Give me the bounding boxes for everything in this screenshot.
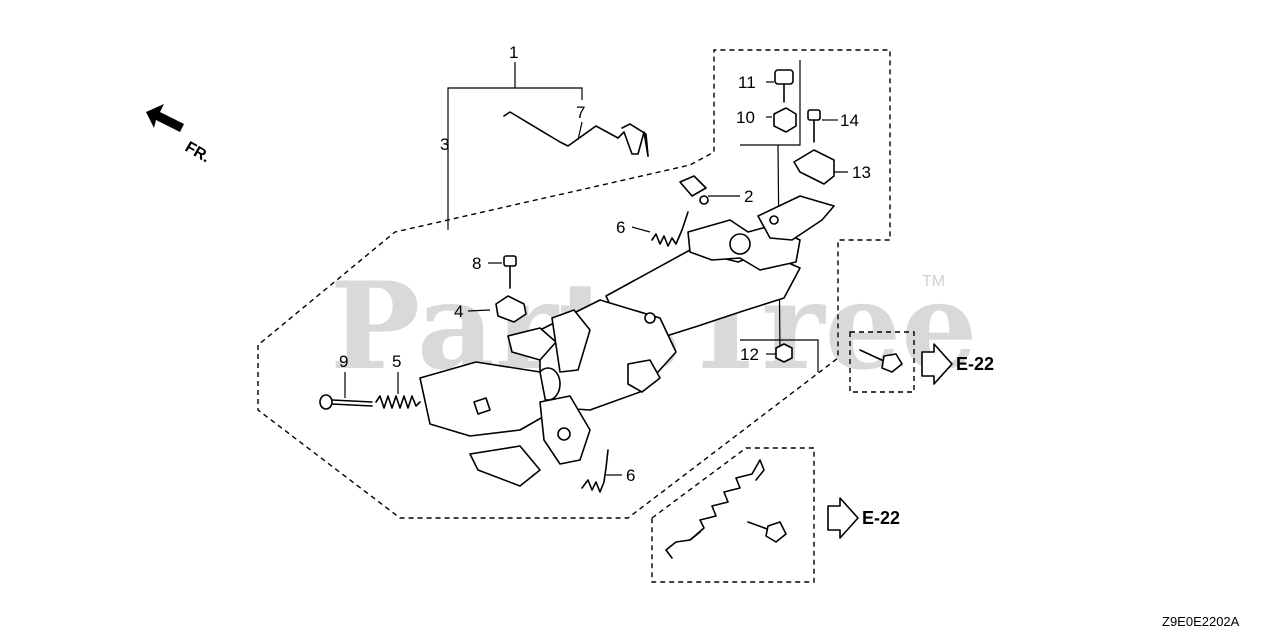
bracket-arm	[551, 309, 591, 373]
clamp-part-4	[495, 295, 527, 323]
lower-ref-arrow-icon	[827, 497, 859, 539]
upper-ref-bolt-head	[881, 353, 903, 373]
callout-7[interactable]: 7	[576, 103, 585, 122]
upper-ref-arrow-icon	[921, 343, 953, 385]
arm-pivot	[644, 312, 656, 324]
clamp-part-13	[793, 149, 835, 185]
spring-coil-upper	[651, 211, 689, 247]
callout-6b[interactable]: 6	[626, 466, 635, 485]
callout-2[interactable]: 2	[744, 187, 753, 206]
leader-12-box	[740, 339, 819, 372]
screw-9-nut	[473, 397, 491, 415]
screw-8-head	[503, 255, 517, 267]
upper-ref-bolt-shank	[859, 349, 887, 363]
side-plate-hole	[769, 215, 779, 225]
screw-part-9	[319, 394, 373, 410]
lower-ref-bolt-head	[765, 521, 787, 543]
bolt-11-head	[774, 69, 794, 85]
nut-part-12	[775, 343, 793, 363]
leader-6a	[631, 226, 651, 233]
bracket-lower-foot	[469, 445, 541, 487]
clip-part-2	[679, 175, 709, 205]
front-label: FR.	[182, 139, 213, 167]
right-ear-hole	[557, 427, 571, 441]
governor-rod-hook	[621, 123, 649, 157]
clip-screw	[699, 195, 709, 205]
leader-7	[577, 121, 583, 141]
callout-1[interactable]: 1	[509, 43, 518, 62]
callout-3[interactable]: 3	[440, 135, 449, 154]
spring-part-6-upper	[651, 211, 689, 247]
callout-11[interactable]: 11	[738, 73, 756, 92]
screw-part-8	[503, 255, 517, 289]
spring-coil-lower	[581, 449, 609, 493]
leader-4	[467, 309, 491, 312]
lower-ref-label[interactable]: E-22	[862, 508, 900, 528]
extension-spring-loop	[751, 459, 765, 481]
assembly-boundary	[257, 49, 891, 519]
leader-lines	[344, 60, 848, 476]
diagram-code: Z9E0E2202A	[1162, 614, 1240, 629]
callout-12[interactable]: 12	[740, 345, 759, 364]
upper-ref-box	[849, 331, 915, 393]
bracket-tab	[507, 327, 557, 361]
nut-part-10	[773, 107, 797, 133]
lower-ref-bolt-shank	[747, 521, 771, 531]
leader-10-11	[740, 60, 801, 146]
front-arrow-icon	[146, 104, 184, 132]
callout-8[interactable]: 8	[472, 254, 481, 273]
spring-part-5	[375, 395, 421, 409]
callout-9[interactable]: 9	[339, 352, 348, 371]
governor-rod-part	[503, 111, 649, 157]
leader-1	[447, 87, 583, 230]
bracket-spring-post	[627, 359, 661, 393]
callout-10[interactable]: 10	[736, 108, 755, 127]
callout-labels: 1 7 3 2 6 8 4 9 5 6 11 10 14 13 12	[339, 43, 871, 485]
bolt-part-14	[807, 109, 821, 143]
upper-ref-label[interactable]: E-22	[956, 354, 994, 374]
extension-spring-coil	[689, 473, 753, 541]
bolt-14-head	[807, 109, 821, 121]
lever-boss	[729, 233, 751, 255]
callout-13[interactable]: 13	[852, 163, 871, 182]
bolt-part-11	[774, 69, 794, 103]
control-base-bracket	[419, 195, 835, 487]
callout-14[interactable]: 14	[840, 111, 859, 130]
front-direction-arrow: FR.	[146, 104, 213, 166]
lower-ref-box	[651, 447, 815, 583]
spring-part-6-lower	[581, 449, 609, 493]
screw-9-head	[319, 394, 333, 410]
trademark-mark: TM	[922, 273, 945, 290]
callout-6a[interactable]: 6	[616, 218, 625, 237]
upper-ref-group: E-22	[849, 331, 994, 393]
callout-4[interactable]: 4	[454, 302, 463, 321]
screw-9-thread	[331, 403, 373, 407]
screw-9-shank	[331, 399, 373, 403]
callout-5[interactable]: 5	[392, 352, 401, 371]
lower-ref-group: E-22	[651, 447, 900, 583]
bracket-side-plate	[757, 195, 835, 241]
clip-body	[679, 175, 707, 197]
